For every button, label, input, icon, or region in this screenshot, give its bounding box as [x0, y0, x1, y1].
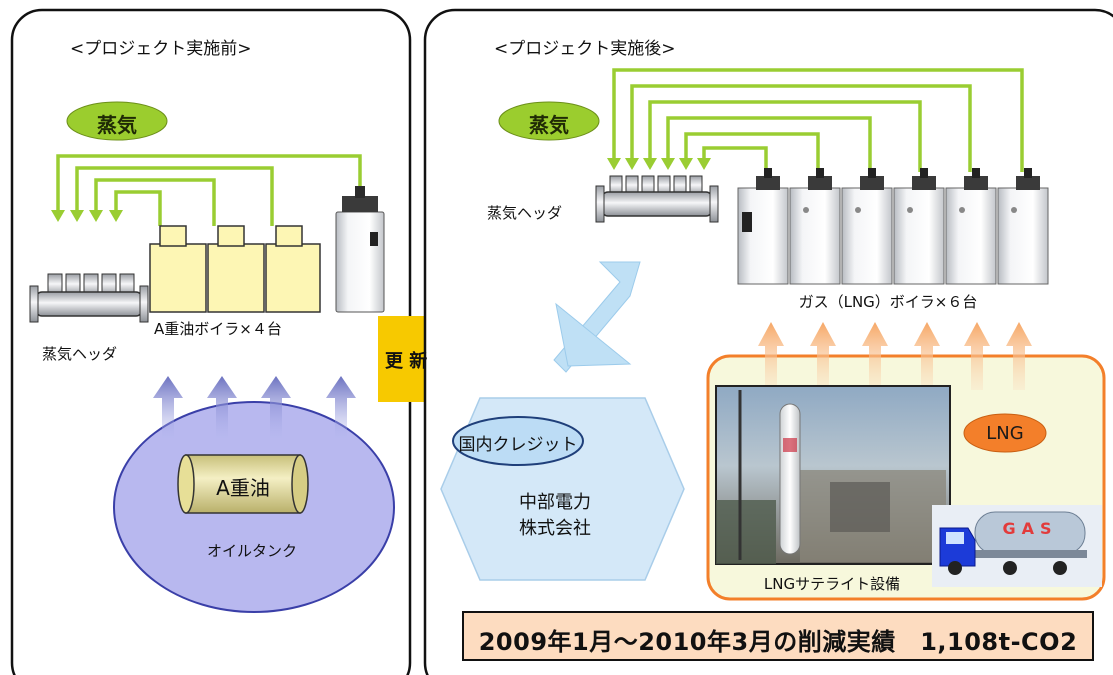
gas-boilers — [737, 168, 1049, 285]
oil-boilers-label: A重油ボイラ×４台 — [154, 320, 282, 338]
steam-header-before — [29, 273, 149, 323]
gas-boiler — [737, 168, 789, 285]
gas-boiler — [893, 168, 945, 285]
panel-title-before: <プロジェクト実施前> — [70, 39, 252, 59]
gas-truck — [932, 505, 1102, 587]
credit-badge-label: 国内クレジット — [458, 435, 578, 455]
steam-label-after: 蒸気 — [529, 113, 569, 137]
gas-boiler — [997, 168, 1049, 285]
oil-boilers — [149, 225, 321, 313]
company-line1: 中部電力 — [519, 492, 591, 513]
gas-boiler-before — [335, 186, 385, 313]
gas-boilers-label: ガス（LNG）ボイラ×６台 — [798, 293, 978, 311]
result-text: 2009年1月～2010年3月の削減実績 1,108t-CO2 — [478, 628, 1078, 656]
steam-oval-after — [498, 101, 600, 141]
steam-label-before: 蒸気 — [97, 113, 137, 137]
tank-label: オイルタンク — [206, 542, 298, 560]
oil-supply-arrows — [153, 376, 356, 440]
gas-boiler — [945, 168, 997, 285]
steam-header-label-after: 蒸気ヘッダ — [487, 204, 563, 222]
satellite-label: LNGサテライト設備 — [763, 575, 901, 593]
fuel-cylinder — [177, 454, 309, 514]
update-label: 更 新 — [385, 351, 428, 372]
gas-boiler — [789, 168, 841, 285]
steam-pipes-before — [56, 154, 362, 226]
credit-badge — [452, 416, 584, 466]
lng-label: LNG — [986, 423, 1024, 444]
lng-supply-arrows — [758, 322, 1032, 390]
lng-oval — [963, 413, 1047, 453]
credit-down-arrow-head — [555, 302, 632, 367]
lng-facility-photo — [715, 385, 951, 565]
steam-header-label-before: 蒸気ヘッダ — [42, 345, 118, 363]
fuel-label: A重油 — [216, 476, 270, 500]
steam-header-after — [595, 175, 719, 223]
truck-gas-label: GAS — [1002, 519, 1058, 538]
panel-title-after: <プロジェクト実施後> — [494, 39, 676, 59]
result-box: 2009年1月～2010年3月の削減実績 1,108t-CO2 — [462, 611, 1094, 661]
steam-oval-before — [66, 101, 168, 141]
company-line2: 株式会社 — [519, 518, 591, 539]
steam-pipes-after — [612, 68, 1024, 172]
steam-arrowheads-after — [607, 158, 711, 170]
gas-boiler — [841, 168, 893, 285]
steam-arrowheads-before — [51, 210, 123, 222]
